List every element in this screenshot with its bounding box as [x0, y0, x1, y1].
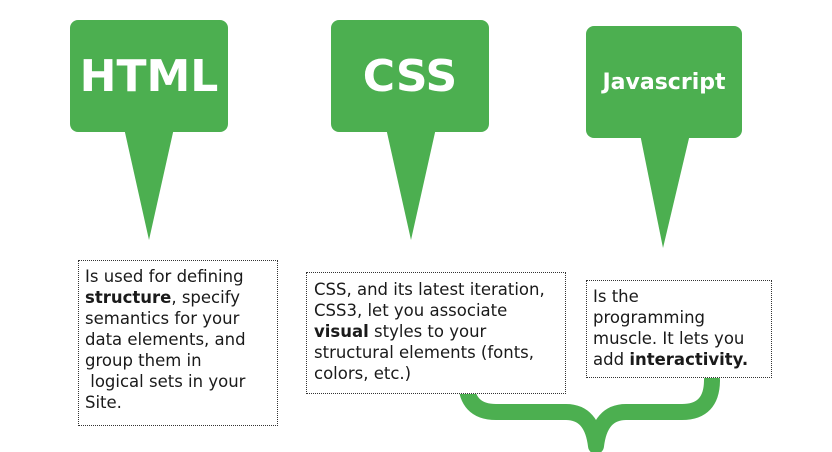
css-desc-visual-bold: visual: [314, 322, 369, 341]
css-title: CSS: [362, 50, 458, 102]
html-marker: [70, 20, 228, 240]
css-desc-line-1: CSS, and its latest iteration,: [314, 280, 545, 299]
css-desc-line-4: structural elements (fonts,: [314, 343, 535, 362]
html-desc-line-1: Is used for defining: [85, 267, 244, 286]
html-marker-box: [70, 20, 228, 132]
css-desc-line-3-rest: styles to your: [368, 322, 487, 341]
html-desc-line-4: data elements, and: [85, 330, 246, 349]
html-desc-line-2-rest: , specify: [171, 288, 240, 307]
js-marker: [586, 26, 742, 248]
html-desc-line-3: semantics for your: [85, 309, 240, 328]
curly-brace: [458, 372, 720, 452]
html-desc-structure-bold: structure: [85, 288, 172, 307]
html-desc-line-5: group them in: [85, 351, 202, 370]
html-marker-pointer: [124, 128, 174, 240]
html-desc-line-7: Site.: [85, 393, 122, 412]
js-marker-pointer: [640, 134, 690, 248]
js-desc-line-2: programming: [593, 308, 706, 327]
css-marker: [331, 20, 489, 240]
html-title: HTML: [79, 50, 219, 102]
css-description-box: CSS, and its latest iteration, CSS3, let…: [306, 272, 566, 394]
js-marker-box: [586, 26, 742, 138]
js-desc-line-3: muscle. It lets you: [593, 329, 745, 348]
css-desc-line-5: colors, etc.): [314, 364, 412, 383]
javascript-title: Javascript: [602, 69, 726, 95]
js-description-box: Is the programming muscle. It lets you a…: [586, 280, 772, 378]
js-desc-line-1: Is the: [593, 287, 639, 306]
css-marker-box: [331, 20, 489, 132]
html-desc-line-2: structure, specify: [85, 287, 271, 308]
html-desc-line-6: logical sets in your: [85, 372, 246, 391]
css-desc-line-3: visual styles to your: [314, 321, 558, 342]
js-desc-line-4-pre: add: [593, 350, 630, 369]
js-desc-line-4: add interactivity.: [593, 349, 765, 370]
css-desc-line-2: CSS3, let you associate: [314, 301, 508, 320]
css-marker-pointer: [386, 128, 436, 240]
html-description-box: Is used for defining structure, specify …: [78, 260, 278, 426]
js-desc-interactivity-bold: interactivity.: [629, 350, 749, 369]
